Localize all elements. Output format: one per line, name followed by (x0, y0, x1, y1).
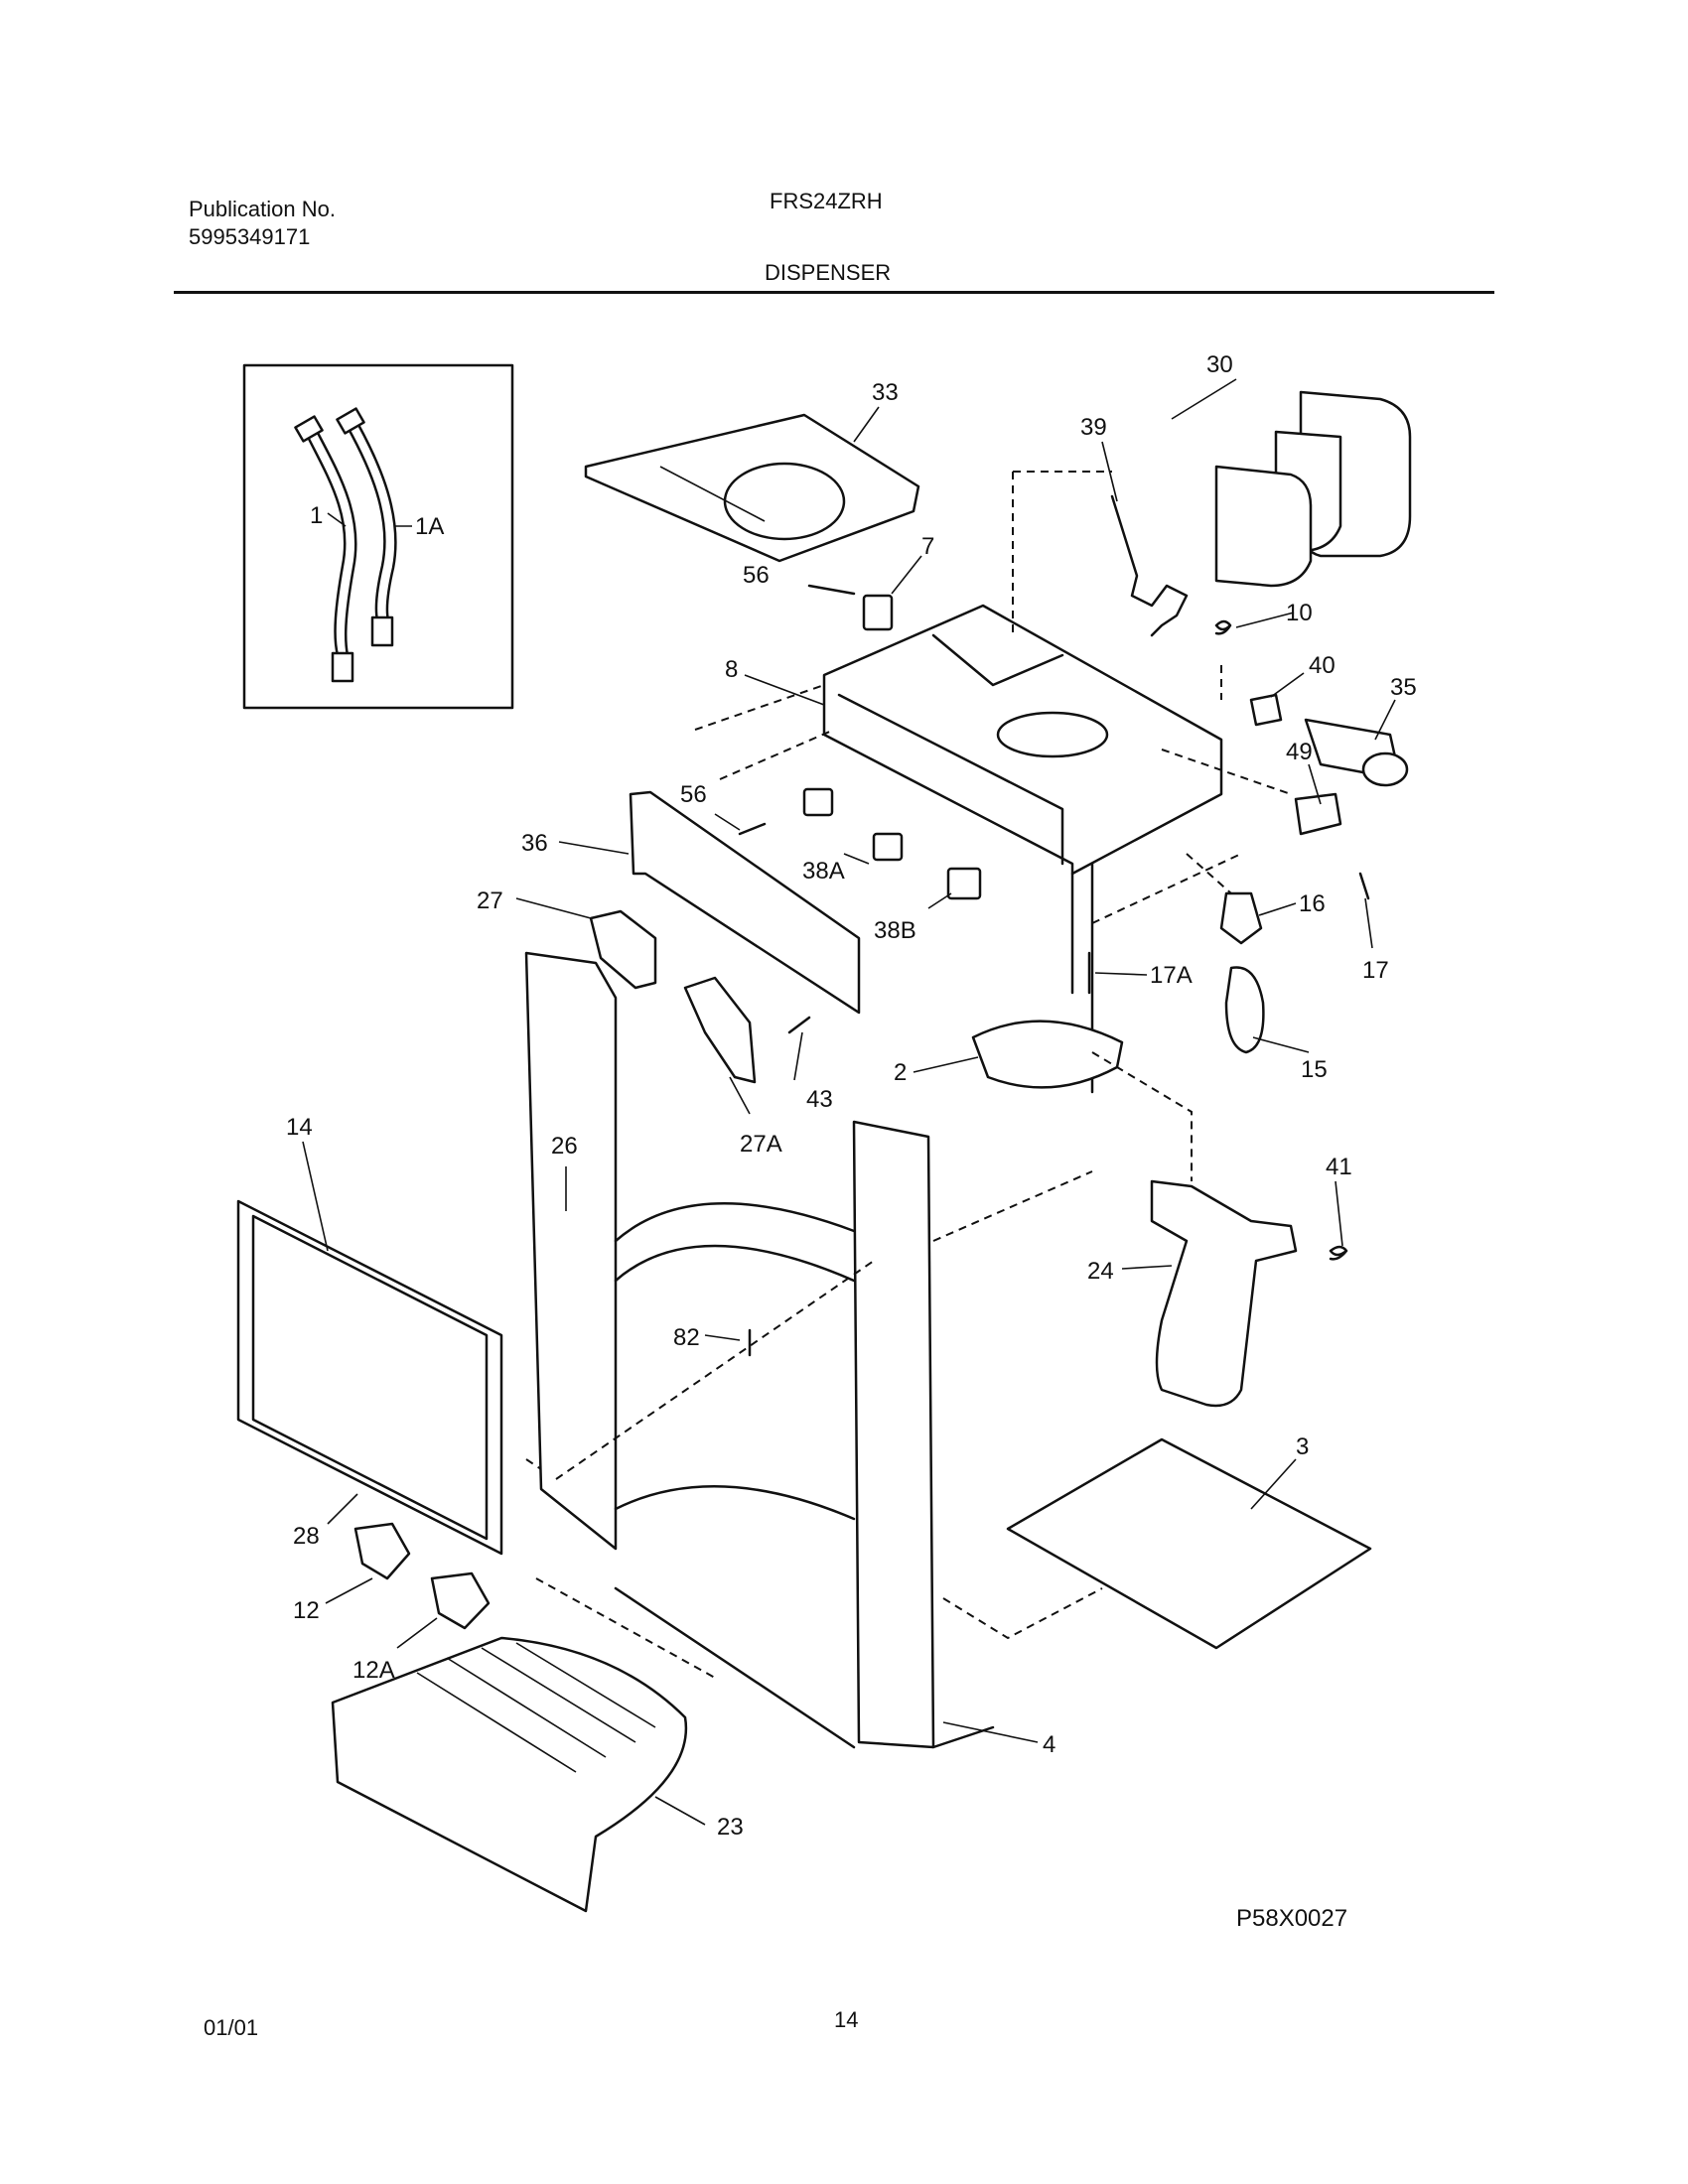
callout-24: 24 (1087, 1258, 1114, 1285)
callout-10: 10 (1286, 600, 1313, 626)
callout-1: 1 (310, 502, 323, 529)
paddle-spring-41 (1329, 1245, 1348, 1261)
callout-12: 12 (293, 1597, 320, 1624)
display-frame-14 (236, 1199, 503, 1556)
actuator-wire (1110, 494, 1189, 637)
screw-17 (1358, 872, 1370, 900)
callout-15: 15 (1301, 1056, 1328, 1083)
section-title: DISPENSER (765, 260, 892, 285)
footer-date: 01/01 (204, 2015, 259, 2040)
switch-38A-b (802, 787, 834, 817)
screw-56-upper (807, 584, 856, 596)
callout-7: 7 (921, 533, 934, 560)
dispenser-front-panel (524, 951, 935, 1749)
assembly-guide-lines (525, 471, 1292, 1679)
page-number: 14 (834, 2007, 859, 2032)
solenoid-parts (1249, 693, 1409, 836)
callout-16: 16 (1299, 890, 1326, 917)
callout-43: 43 (806, 1086, 833, 1113)
actuator-paddle-24 (1150, 1179, 1298, 1408)
heater-pad-3 (1006, 1437, 1372, 1650)
callout-4: 4 (1043, 1731, 1055, 1758)
callout-14: 14 (286, 1114, 313, 1141)
callout-8: 8 (725, 656, 738, 683)
callout-27: 27 (477, 887, 503, 914)
callout-30: 30 (1206, 351, 1233, 378)
callout-12A: 12A (352, 1657, 395, 1684)
door-spring (1214, 619, 1232, 635)
switch-38B (946, 867, 982, 900)
screw-56-lower (738, 822, 767, 836)
callout-28: 28 (293, 1523, 320, 1550)
callout-1A: 1A (415, 513, 444, 540)
callout-35: 35 (1390, 674, 1417, 701)
switch-38A (872, 832, 904, 862)
callout-82: 82 (673, 1324, 700, 1351)
callout-56-upper: 56 (743, 562, 770, 589)
callout-39: 39 (1080, 414, 1107, 441)
callout-41: 41 (1326, 1154, 1352, 1180)
callout-40: 40 (1309, 652, 1336, 679)
drawing-code: P58X0027 (1236, 1905, 1348, 1932)
publication-label: Publication No. (189, 197, 336, 221)
screw-43 (787, 1016, 811, 1034)
lamp-socket-16 (1219, 891, 1263, 945)
callout-26: 26 (551, 1133, 578, 1160)
ice-chute-ring-2 (971, 1020, 1124, 1089)
control-bracket (629, 790, 861, 1015)
callout-36: 36 (521, 830, 548, 857)
callout-leaders (302, 378, 1396, 1826)
callout-17A: 17A (1150, 962, 1193, 989)
clip-12 (353, 1522, 411, 1580)
callout-2: 2 (894, 1059, 907, 1086)
switch-7 (862, 594, 894, 631)
callout-23: 23 (717, 1814, 744, 1841)
light-bulb-15 (1224, 966, 1265, 1054)
callout-49: 49 (1286, 739, 1313, 765)
water-tube-inset (242, 363, 514, 710)
callout-38B: 38B (874, 917, 916, 944)
publication-number: 5995349171 (189, 224, 311, 249)
callout-labels: 1 1A 33 30 39 7 56 10 40 35 8 49 56 36 3… (286, 351, 1417, 1841)
clip-27A (683, 976, 757, 1084)
clip-12A (430, 1571, 491, 1630)
callout-27A: 27A (740, 1131, 782, 1158)
callout-38A: 38A (802, 858, 845, 885)
model-number: FRS24ZRH (770, 189, 883, 213)
clip-27 (589, 909, 657, 990)
drip-tray-23 (331, 1636, 688, 1913)
top-cover-plate (584, 413, 920, 563)
callout-17: 17 (1362, 957, 1389, 984)
callout-56-lower: 56 (680, 781, 707, 808)
callout-33: 33 (872, 379, 899, 406)
dispenser-door-assembly (1214, 390, 1412, 588)
callout-3: 3 (1296, 1433, 1309, 1460)
header-rule (174, 291, 1494, 294)
